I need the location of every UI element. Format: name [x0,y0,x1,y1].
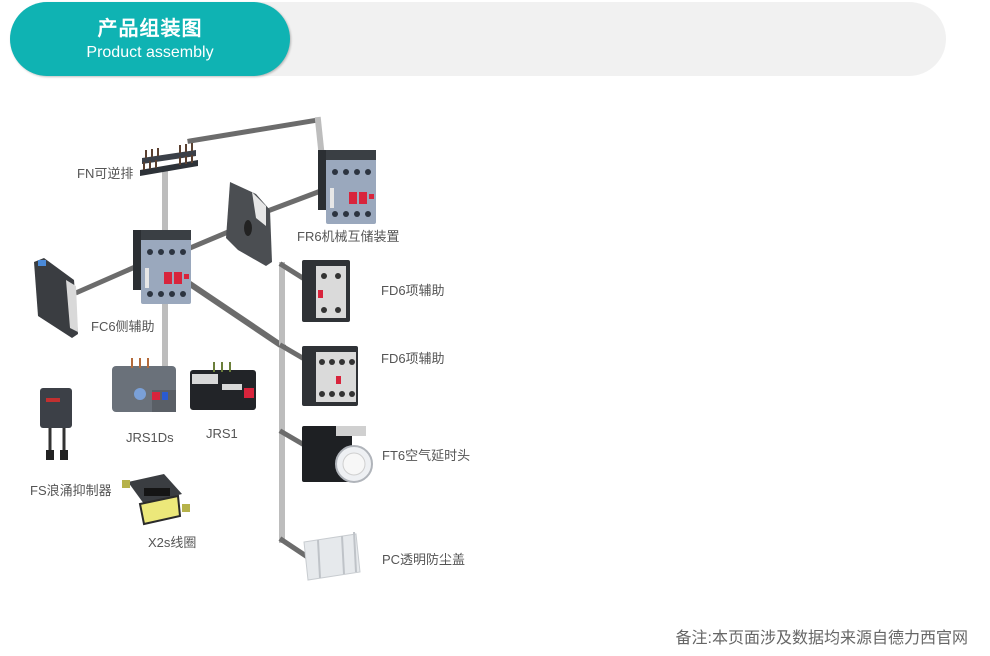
section-title-en: Product assembly [86,44,214,61]
label-x2s: X2s线圈 [148,535,197,550]
section-title-cn: 产品组装图 [97,16,203,40]
label-fr6: FR6机械互储装置 [297,229,400,244]
dust-cover-icon[interactable] [303,531,361,581]
coil-icon[interactable] [122,474,190,526]
label-fn: FN可逆排 [77,166,134,181]
label-fs: FS浪涌抑制器 [30,483,112,498]
thermal-relay-icon[interactable] [112,358,176,412]
side-auxiliary-icon[interactable] [34,258,78,338]
label-jrs1: JRS1 [206,426,238,441]
section-title-pill: 产品组装图 Product assembly [10,2,290,76]
label-fd6-2: FD6项辅助 [381,351,445,366]
busbar-icon[interactable] [140,143,198,176]
label-jrs1ds: JRS1Ds [126,430,174,445]
contactor-icon[interactable] [318,150,376,224]
top-auxiliary-icon[interactable] [302,260,350,322]
main-contactor-icon[interactable] [133,230,191,304]
timer-head-icon[interactable] [302,426,373,483]
top-auxiliary-icon[interactable] [302,346,358,406]
label-ft6: FT6空气延时头 [382,448,471,463]
connector-lines [74,116,326,560]
label-fd6-1: FD6项辅助 [381,283,445,298]
thermal-relay-icon[interactable] [190,362,256,410]
surge-suppressor-icon[interactable] [40,388,72,460]
label-fc6: FC6侧辅助 [91,319,155,334]
footnote: 备注:本页面涉及数据均来源自德力西官网 [675,630,968,647]
label-pc: PC透明防尘盖 [382,552,466,567]
interlock-icon[interactable] [226,182,272,266]
